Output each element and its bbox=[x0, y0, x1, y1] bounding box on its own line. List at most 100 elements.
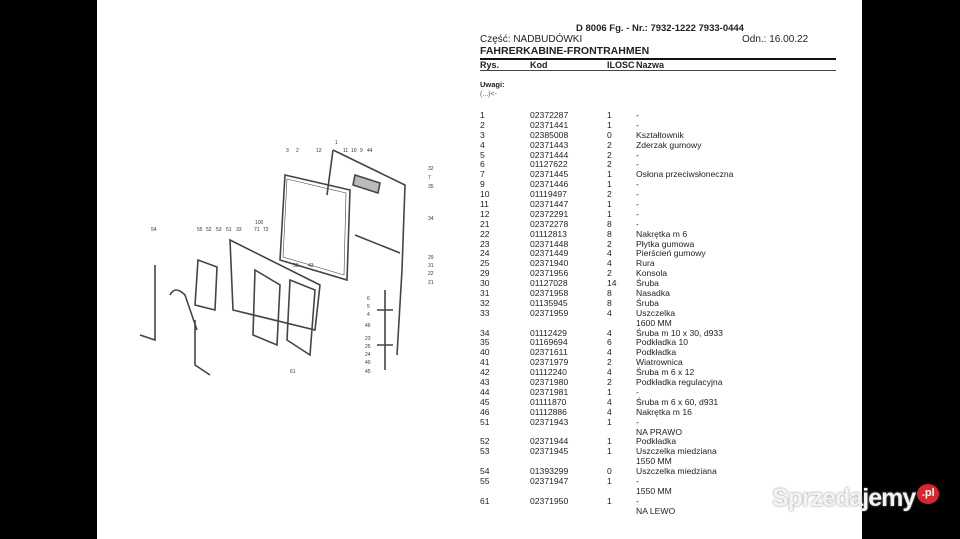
part-ref: 46 bbox=[480, 406, 490, 417]
part-code: 02371981 bbox=[530, 386, 569, 397]
part-ref: 30 bbox=[480, 278, 490, 289]
part-code: 01393299 bbox=[530, 466, 569, 477]
callout: 34 bbox=[428, 216, 434, 222]
part-name: - bbox=[636, 386, 639, 397]
part-ref: 11 bbox=[480, 199, 489, 210]
column-header-qty: ILOSC bbox=[607, 60, 635, 70]
callout: 52 bbox=[206, 227, 212, 233]
part-name: - bbox=[636, 208, 639, 219]
part-code: 02371980 bbox=[530, 377, 569, 388]
callout: 72 bbox=[263, 227, 269, 233]
column-header-name: Nazwa bbox=[636, 60, 665, 70]
windshield-frame bbox=[279, 174, 351, 282]
callout: 71 bbox=[254, 227, 260, 233]
part-code: 01112886 bbox=[530, 406, 567, 417]
part-code: 01169694 bbox=[530, 337, 568, 348]
part-name: - bbox=[636, 218, 639, 229]
part-name: Nakrętka m 16 bbox=[636, 406, 692, 417]
part-ref: 34 bbox=[480, 327, 490, 338]
part-name: - bbox=[636, 119, 639, 130]
part-ref: 29 bbox=[480, 268, 490, 279]
callout: 2 bbox=[296, 148, 299, 154]
part-name: Kształtownik bbox=[636, 129, 684, 140]
part-name: - bbox=[636, 179, 639, 190]
table-row-note: 1550 MM bbox=[480, 456, 840, 467]
part-name: Pierścień gumowy bbox=[636, 248, 706, 259]
part-quantity: 0 bbox=[607, 466, 612, 477]
part-quantity: 8 bbox=[607, 288, 612, 299]
document-title: D 8006 Fg. - Nr.: 7932-1222 7933-0444 bbox=[576, 23, 744, 34]
callout: 40 bbox=[365, 360, 371, 366]
part-name: Śruba m 6 x 60, d931 bbox=[636, 396, 719, 407]
part-code: 02371446 bbox=[530, 179, 569, 190]
part-code: 02371443 bbox=[530, 139, 569, 150]
part-ref: 40 bbox=[480, 347, 490, 358]
part-name: Wiatrownica bbox=[636, 357, 683, 368]
callout: 3 bbox=[286, 148, 289, 154]
part-name: Śruba m 6 x 12 bbox=[636, 367, 695, 378]
part-code: 02371950 bbox=[530, 495, 569, 506]
part-code: 02371944 bbox=[530, 436, 569, 447]
part-name: Rura bbox=[636, 258, 655, 269]
callout: 12 bbox=[316, 148, 322, 154]
part-quantity: 2 bbox=[607, 377, 612, 388]
callout: 30 bbox=[293, 263, 299, 269]
part-code: 02371947 bbox=[530, 475, 569, 486]
callout: 11 bbox=[343, 148, 348, 154]
remarks-value: (...)<- bbox=[480, 91, 497, 98]
callout: 10 bbox=[351, 148, 357, 154]
part-code: 02371956 bbox=[530, 268, 569, 279]
part-code: 02371940 bbox=[530, 258, 569, 269]
part-quantity: 4 bbox=[607, 367, 612, 378]
callout: 23 bbox=[365, 336, 371, 342]
part-code: 02371611 bbox=[530, 347, 568, 358]
part-quantity: 2 bbox=[607, 159, 612, 170]
table-row-note: 1600 MM bbox=[480, 318, 840, 329]
part-code: 02371979 bbox=[530, 357, 569, 368]
callout: 55 bbox=[197, 227, 203, 233]
right-window bbox=[286, 278, 316, 357]
callout: 6 bbox=[367, 296, 370, 302]
part-quantity: 4 bbox=[607, 248, 612, 259]
part-code: 02371441 bbox=[530, 119, 569, 130]
part-quantity: 8 bbox=[607, 218, 612, 229]
header-divider bbox=[480, 58, 836, 60]
callout: 31 bbox=[428, 263, 434, 269]
part-code: 02371444 bbox=[530, 149, 569, 160]
part-ref: 54 bbox=[480, 466, 490, 477]
part-quantity: 4 bbox=[607, 307, 612, 318]
part-quantity: 14 bbox=[607, 278, 617, 289]
part-ref: 9 bbox=[480, 179, 485, 190]
part-quantity: 1 bbox=[607, 119, 612, 130]
part-name: Uszczelka bbox=[636, 307, 676, 318]
part-name: - bbox=[636, 475, 639, 486]
callout: 46 bbox=[365, 323, 371, 329]
part-ref: 12 bbox=[480, 208, 490, 219]
callout: 7 bbox=[428, 175, 431, 181]
part-code: 01135945 bbox=[530, 297, 568, 308]
callout: 29 bbox=[428, 255, 434, 261]
part-name: Podkładka 10 bbox=[636, 337, 689, 348]
watermark-badge: .pl bbox=[917, 484, 940, 504]
part-quantity: 1 bbox=[607, 416, 612, 427]
part-quantity: 1 bbox=[607, 179, 612, 190]
part-code: 02371945 bbox=[530, 446, 569, 457]
part-note: NA LEWO bbox=[636, 505, 676, 516]
callout: 1 bbox=[335, 140, 338, 146]
callout: 44 bbox=[367, 148, 373, 154]
part-ref: 22 bbox=[480, 228, 490, 239]
